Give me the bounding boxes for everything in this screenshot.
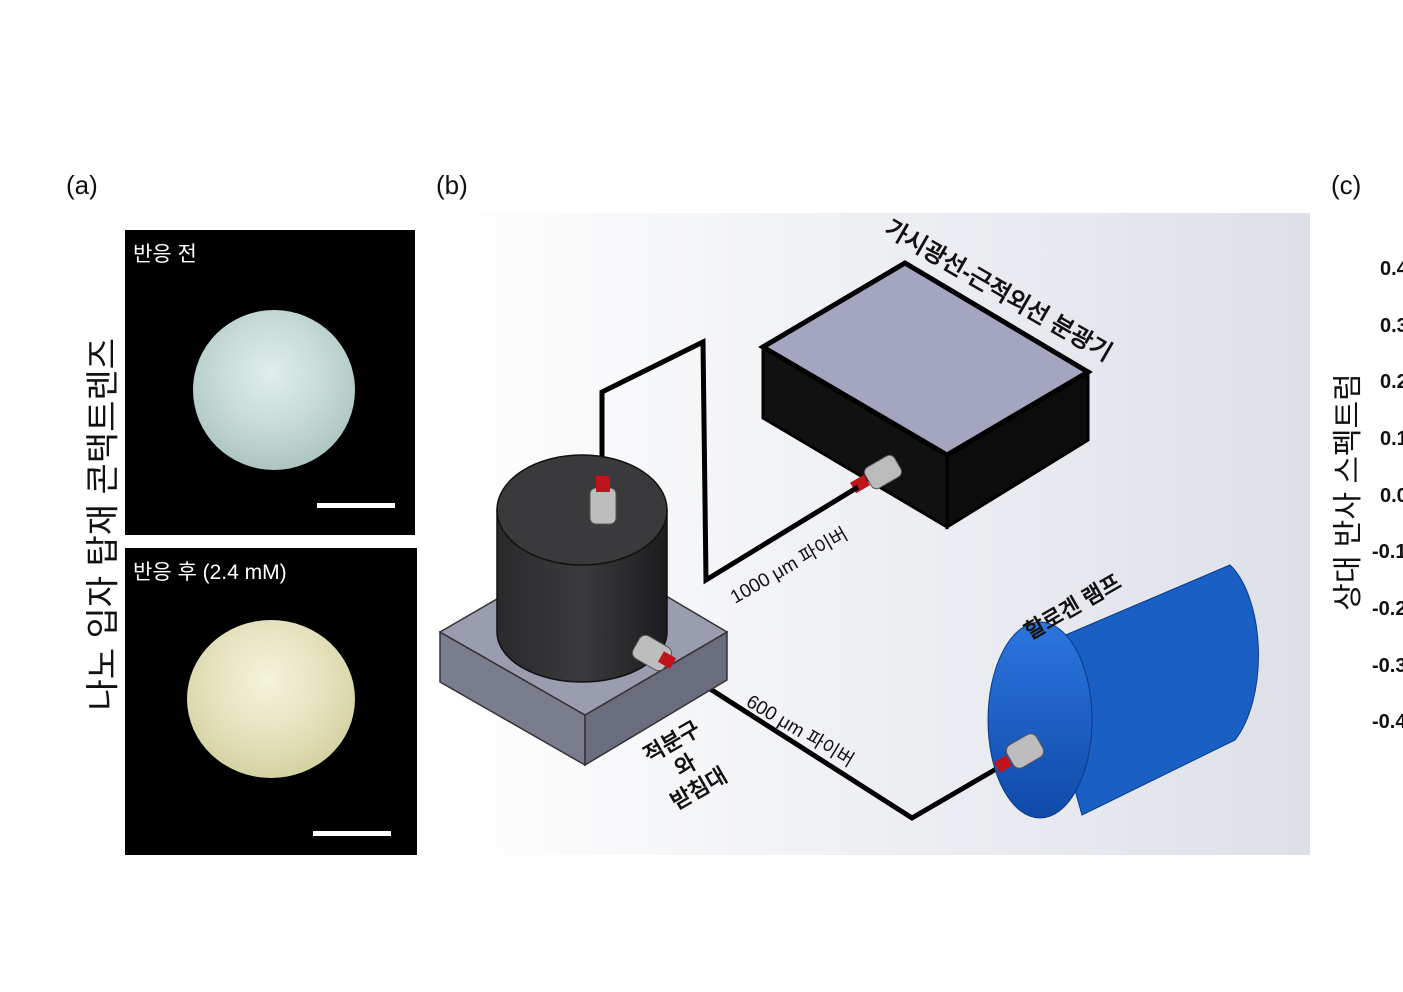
integrating-sphere bbox=[496, 454, 677, 683]
contact-lens-after bbox=[187, 620, 355, 778]
photo-after-caption: 반응 후 (2.4 mM) bbox=[133, 561, 287, 584]
y-tick: -0.4 bbox=[1372, 711, 1403, 733]
fiber-600um bbox=[666, 659, 1005, 821]
scale-bar bbox=[313, 831, 391, 836]
y-tick: 0.2 bbox=[1380, 371, 1403, 393]
panel-c-label: (c) bbox=[1331, 170, 1362, 200]
fiber-1000um bbox=[599, 337, 860, 585]
y-tick: 0.4 bbox=[1380, 258, 1403, 280]
halogen-lamp bbox=[987, 564, 1259, 819]
y-tick: -0.1 bbox=[1372, 541, 1403, 563]
scale-bar bbox=[317, 503, 395, 508]
panel-c-y-title: 상대 반사 스펙트럼 bbox=[1332, 373, 1365, 611]
panel-a-label: (a) bbox=[66, 170, 98, 200]
contact-lens-before bbox=[193, 310, 355, 470]
panel-b-label: (b) bbox=[436, 170, 468, 200]
y-tick: -0.3 bbox=[1372, 655, 1403, 677]
photo-before-caption: 반응 전 bbox=[133, 243, 197, 266]
photo-before-reaction: 반응 전 bbox=[125, 230, 415, 535]
y-tick: 0.3 bbox=[1380, 315, 1403, 337]
y-tick: -0.2 bbox=[1372, 598, 1403, 620]
photo-after-reaction: 반응 후 (2.4 mM) bbox=[125, 548, 417, 855]
y-tick: 0.1 bbox=[1380, 428, 1403, 450]
y-tick: 0.0 bbox=[1380, 485, 1403, 507]
spectrometer bbox=[758, 260, 1093, 530]
